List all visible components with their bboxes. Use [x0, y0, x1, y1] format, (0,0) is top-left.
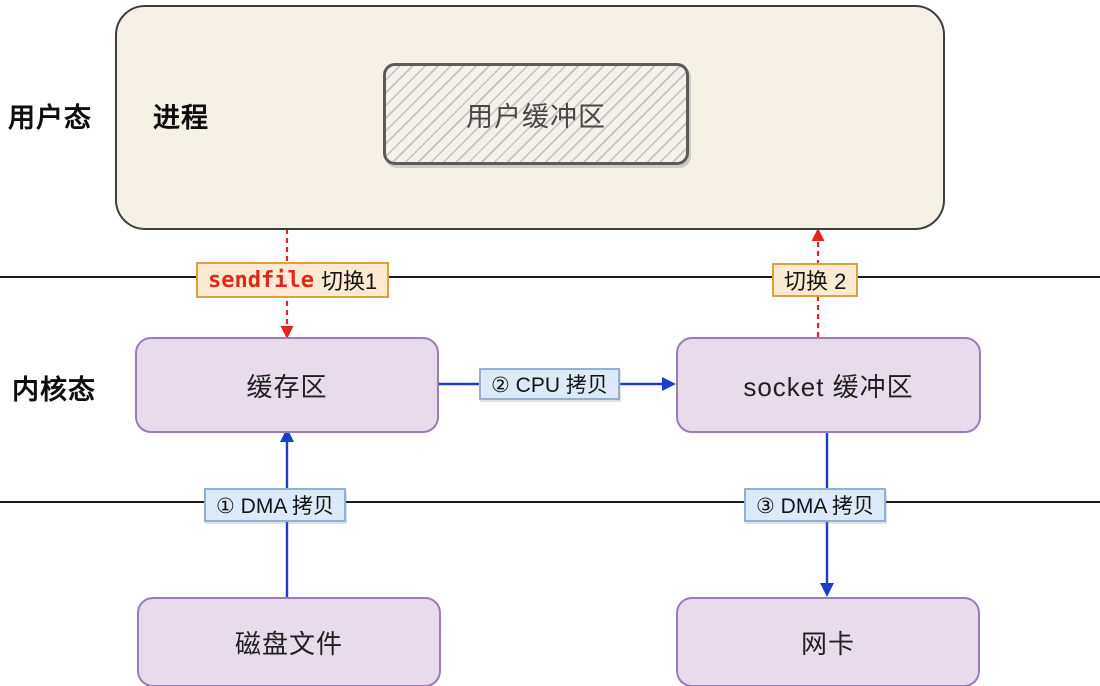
kernel-buffer-label: 缓存区 — [246, 371, 328, 402]
kernel-hardware-separator-line — [0, 501, 1100, 503]
switch1-badge: sendfile 切换1 — [196, 262, 390, 298]
switch1-text: 切换1 — [320, 269, 378, 294]
kernel-mode-label: 内核态 — [12, 375, 96, 405]
disk-file-box: 磁盘文件 — [137, 597, 441, 686]
socket-buffer-box: socket 缓冲区 — [676, 337, 981, 433]
sendfile-keyword: sendfile — [208, 267, 314, 293]
kernel-buffer-box: 缓存区 — [135, 337, 439, 433]
dma-copy-3-badge: ③ DMA 拷贝 — [744, 488, 887, 522]
user-buffer-label: 用户缓冲区 — [466, 101, 606, 132]
dma-copy-1-badge: ① DMA 拷贝 — [204, 488, 347, 522]
process-title: 进程 — [153, 103, 209, 133]
nic-label: 网卡 — [800, 628, 855, 659]
user-buffer-box: 用户缓冲区 — [383, 63, 689, 165]
switch2-badge: 切换 2 — [772, 263, 859, 297]
nic-box: 网卡 — [676, 597, 980, 686]
socket-buffer-label: socket 缓冲区 — [743, 371, 914, 402]
user-mode-label: 用户态 — [8, 103, 92, 133]
user-kernel-separator-line — [0, 276, 1100, 278]
disk-file-label: 磁盘文件 — [234, 628, 343, 659]
cpu-copy-2-badge: ② CPU 拷贝 — [479, 368, 620, 400]
